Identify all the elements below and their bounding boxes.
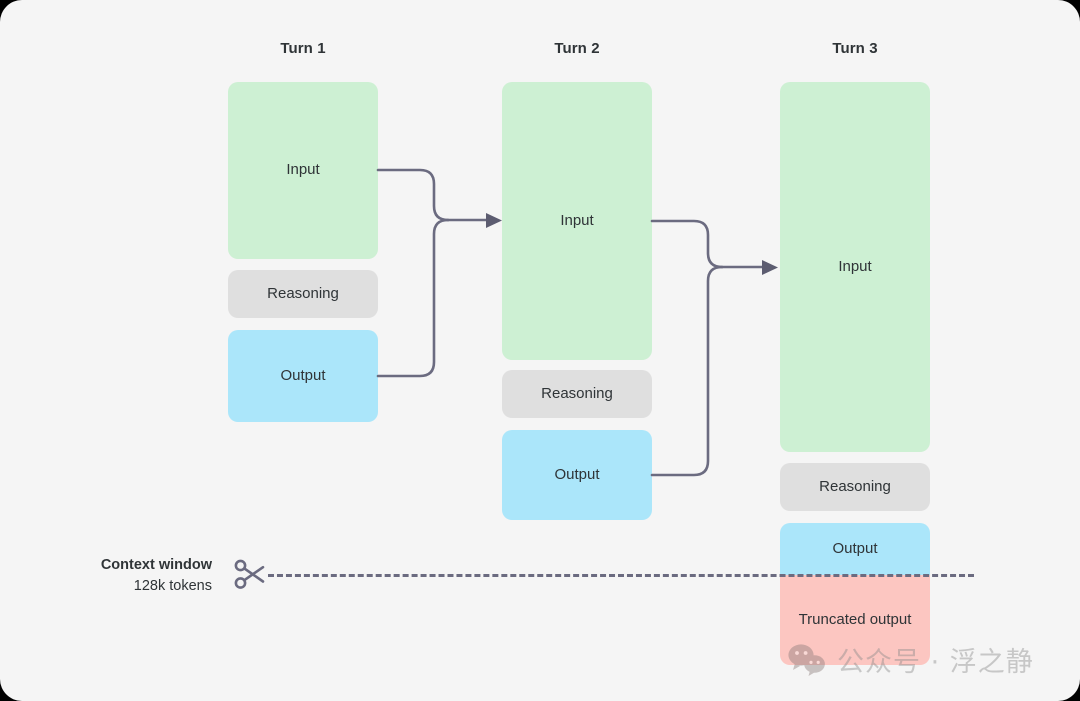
turn-1-header: Turn 1 (280, 40, 326, 57)
turn-1-reasoning-label: Reasoning (267, 284, 339, 302)
context-window-cut-line (268, 574, 974, 577)
context-window-size: 128k tokens (133, 578, 212, 595)
turn-2-input-block[interactable]: Input (502, 82, 652, 360)
turn-3-reasoning-block[interactable]: Reasoning (780, 463, 930, 511)
turn-3-truncated-label: Truncated output (798, 610, 912, 628)
connector-turn2-to-turn3 (650, 219, 778, 477)
turn-3-input-block[interactable]: Input (780, 82, 930, 452)
turn-3-header: Turn 3 (832, 40, 878, 57)
turn-1-input-block[interactable]: Input (228, 82, 378, 259)
turn-2-reasoning-block[interactable]: Reasoning (502, 370, 652, 418)
arrowhead-icon (486, 213, 502, 228)
turn-1-output-label: Output (280, 366, 326, 384)
turn-3-truncated-block[interactable]: Truncated output (780, 575, 930, 665)
turn-2-header: Turn 2 (554, 40, 600, 57)
turn-3-reasoning-label: Reasoning (819, 477, 891, 495)
connector-turn1-to-turn2 (376, 168, 502, 378)
turn-2-reasoning-label: Reasoning (541, 384, 613, 402)
context-window-title: Context window (100, 557, 212, 573)
turn-2-output-label: Output (554, 465, 600, 483)
turn-2-input-label: Input (560, 211, 594, 229)
turn-1-reasoning-block[interactable]: Reasoning (228, 270, 378, 318)
context-window-label: Context window 128k tokens (60, 555, 212, 597)
turn-1-output-block[interactable]: Output (228, 330, 378, 422)
arrowhead-icon (762, 260, 778, 275)
scissors-icon (234, 559, 265, 589)
turn-3-input-label: Input (838, 257, 872, 275)
turn-3-output-label: Output (832, 539, 878, 557)
turn-3-output-block[interactable]: Output (780, 523, 930, 575)
turn-1-input-label: Input (286, 161, 320, 179)
turn-2-output-block[interactable]: Output (502, 430, 652, 520)
